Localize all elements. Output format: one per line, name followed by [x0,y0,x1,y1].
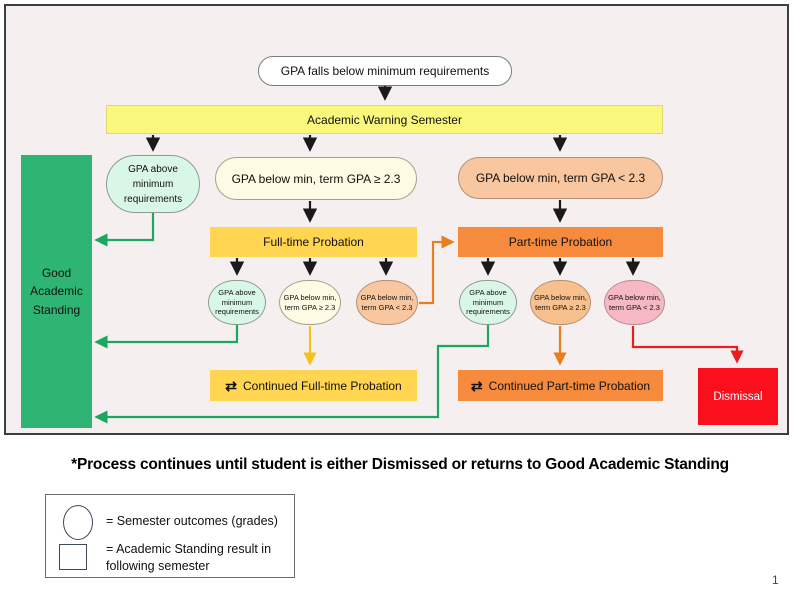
legend-box: = Semester outcomes (grades) = Academic … [45,494,295,578]
legend-circle-label: = Semester outcomes (grades) [106,514,278,528]
continued-fulltime-label: Continued Full-time Probation [242,378,402,393]
process-footnote: *Process continues until student is eith… [71,456,729,473]
academic-warning-semester-bar: Academic Warning Semester [106,105,663,134]
legend-square-icon [59,544,87,570]
outcome-label: GPA below min, term GPA ≥ 2.3 [283,292,337,312]
legend-square-label: = Academic Standing result in following … [106,542,272,573]
ft-outcome-term-ge: GPA below min, term GPA ≥ 2.3 [279,280,341,325]
dismissal-label: Dismissal [713,390,763,403]
outcome-below-min-term-lt: GPA below min, term GPA < 2.3 [458,157,663,199]
fulltime-probation-box: Full-time Probation [210,227,417,257]
continued-parttime-label: Continued Part-time Probation [488,378,651,393]
start-node: GPA falls below minimum requirements [258,56,512,86]
loop-icon: ⇄ [225,377,237,394]
outcome-label: GPA below min, term GPA ≥ 2.3 [231,171,401,186]
pt-outcome-above-minimum: GPA above minimum requirements [459,280,517,325]
outcome-label: GPA below min, term GPA < 2.3 [475,171,646,185]
outcome-label: GPA below min, term GPA < 2.3 [608,292,661,312]
continued-fulltime-probation-box: ⇄ Continued Full-time Probation [210,370,417,401]
good-academic-standing-label: Good Academic Standing [30,265,83,317]
outcome-label: GPA above minimum requirements [123,163,183,205]
fulltime-probation-label: Full-time Probation [263,235,364,249]
start-node-label: GPA falls below minimum requirements [280,64,490,78]
page-number: 1 [772,573,779,587]
outcome-below-min-term-ge: GPA below min, term GPA ≥ 2.3 [215,157,417,200]
good-academic-standing-box: Good Academic Standing [21,155,92,428]
ft-outcome-term-lt: GPA below min, term GPA < 2.3 [356,280,418,325]
pt-outcome-term-lt: GPA below min, term GPA < 2.3 [604,280,665,325]
parttime-probation-box: Part-time Probation [458,227,663,257]
dismissal-box: Dismissal [698,368,778,425]
outcome-label: GPA below min, term GPA ≥ 2.3 [534,292,587,312]
ft-outcome-above-minimum: GPA above minimum requirements [208,280,266,325]
parttime-probation-label: Part-time Probation [508,235,613,249]
outcome-label: GPA below min, term GPA < 2.3 [360,292,414,312]
academic-warning-semester-label: Academic Warning Semester [307,112,462,127]
continued-parttime-probation-box: ⇄ Continued Part-time Probation [458,370,663,401]
loop-icon: ⇄ [470,377,483,394]
outcome-label: GPA above minimum requirements [466,287,510,317]
outcome-label: GPA above minimum requirements [215,287,259,317]
outcome-above-minimum: GPA above minimum requirements [106,155,200,213]
legend-circle-icon [63,505,93,540]
pt-outcome-term-ge: GPA below min, term GPA ≥ 2.3 [530,280,591,325]
